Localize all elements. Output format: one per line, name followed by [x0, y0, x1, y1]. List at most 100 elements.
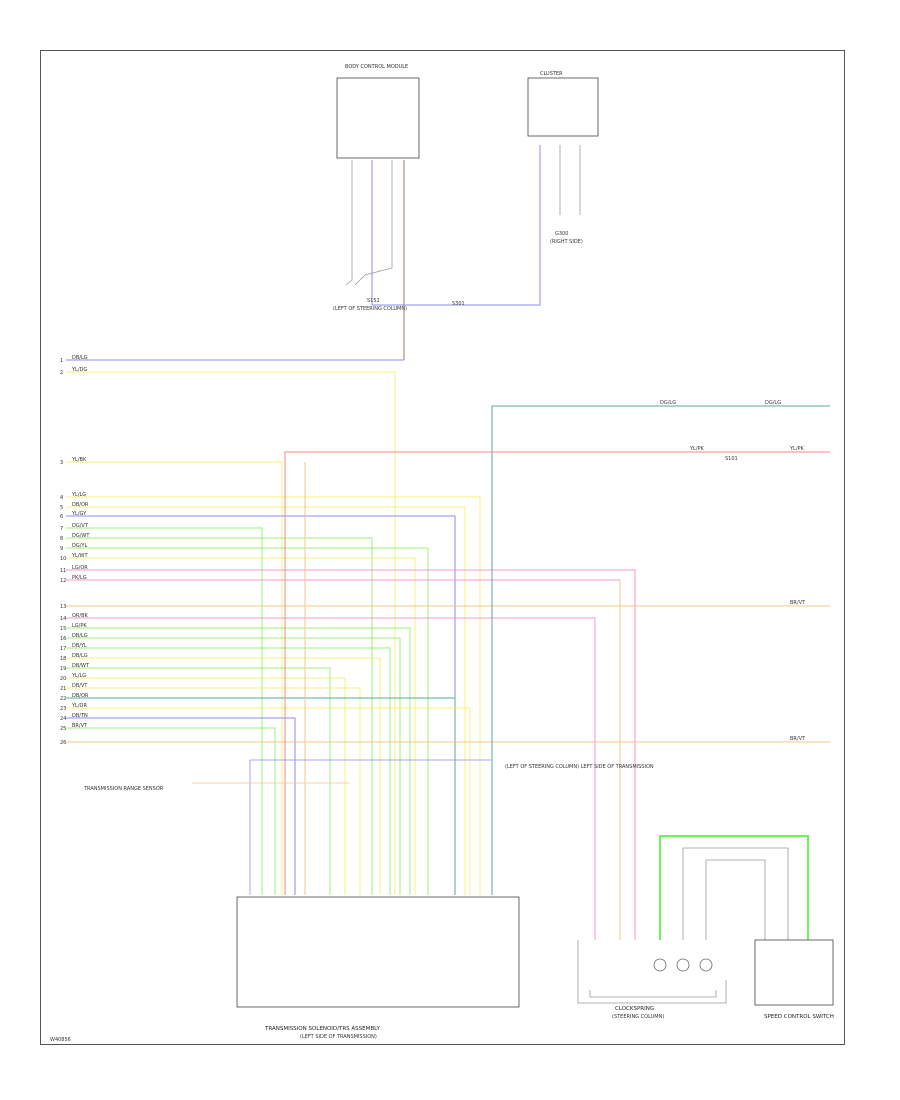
right-label-3: DG/LG [765, 400, 781, 406]
clockspring-subtitle: (STEERING COLUMN) [612, 1014, 664, 1020]
switch-contact-3 [699, 958, 713, 972]
wire-label-11: LG/OR [72, 565, 88, 571]
pin-number-17: 17 [60, 646, 66, 652]
wire-labels-group: DB/LG YL/DG YL/BK YL/LG DB/OR YL/GY DG/VT DG/WT… [71, 355, 90, 729]
sc-wire-3 [705, 859, 766, 940]
wire-label-5: DB/OR [72, 502, 89, 508]
right-wire-1 [491, 405, 830, 895]
wire-label-24: BR/VT [72, 723, 88, 729]
splice-s4-label: S101 [725, 456, 738, 462]
right-labels-group: DG/LG DG/LG YL/PK YL/PK BR/VT BR/VT [660, 400, 806, 742]
wire-label-2: YL/DG [71, 367, 87, 373]
bus-wire-7 [66, 527, 263, 895]
wire-top-3 [354, 160, 393, 286]
wire-label-12: PK/LG [72, 575, 87, 581]
bus-wire-15 [66, 627, 411, 895]
pin-number-6: 6 [60, 514, 63, 520]
right-label-6: BR/VT [790, 736, 806, 742]
pin-number-13: 13 [60, 604, 66, 610]
bus-wire-12 [66, 579, 621, 895]
pin-number-14: 14 [60, 616, 66, 622]
wire-label-7: DG/VT [72, 523, 89, 529]
pin-number-9: 9 [60, 546, 63, 552]
pin-number-8: 8 [60, 536, 63, 542]
top-connector-box [336, 77, 420, 159]
bus-wire-10 [66, 557, 416, 895]
bus-wire-23 [66, 707, 471, 895]
pin-number-1: 1 [60, 358, 63, 364]
cluster-title: CLUSTER [540, 71, 563, 77]
top-connector-title: BODY CONTROL MODULE [345, 64, 408, 70]
pin-number-3: 3 [60, 460, 63, 466]
wire-label-23: DB/TN [72, 713, 88, 719]
bus-wire-2 [66, 371, 396, 895]
pin-numbers-group: 1234567891011121314151617181920212223242… [60, 358, 66, 746]
wire-label-14: LG/PK [72, 623, 87, 629]
right-label-4: YL/PK [789, 446, 805, 452]
pin-number-26: 26 [60, 740, 66, 746]
speed-control-title: SPEED CONTROL SWITCH [764, 1014, 834, 1020]
wire-top-1 [345, 160, 353, 286]
speed-control-switch-box [754, 939, 834, 1006]
pin-number-20: 20 [60, 676, 66, 682]
wire-label-20: DB/VT [72, 683, 88, 689]
right-label-2: YL/PK [689, 446, 705, 452]
pin-number-16: 16 [60, 636, 66, 642]
right-wire-2 [284, 451, 830, 895]
right-label-5: BR/VT [790, 600, 806, 606]
pin-number-15: 15 [60, 626, 66, 632]
wire-label-17: DB/LG [72, 653, 88, 659]
tcm-connector-box [236, 896, 520, 1008]
pin-number-5: 5 [60, 505, 63, 511]
bus-wire-6 [66, 515, 456, 895]
clockspring-inner [589, 990, 717, 998]
wire-label-3: YL/BK [71, 457, 87, 463]
wire-label-9: DG/YL [72, 543, 87, 549]
switch-contact-1 [653, 958, 667, 972]
wire-label-4: YL/LG [71, 492, 86, 498]
wire-label-19: YL/LG [71, 673, 86, 679]
diagram-frame [40, 50, 845, 1045]
wire-label-8: DG/WT [72, 533, 90, 539]
wire-label-16: DB/YL [72, 643, 87, 649]
pin-number-21: 21 [60, 686, 66, 692]
sc-wire-2 [682, 847, 789, 940]
tcm-loop [249, 759, 492, 895]
wire-label-6: YL/GY [71, 511, 87, 517]
wire-label-21: DB/OR [72, 693, 89, 699]
tcm-note: (LEFT OF STEERING COLUMN) LEFT SIDE OF T… [505, 764, 654, 770]
bus-wire-25 [66, 727, 276, 895]
pin-number-12: 12 [60, 578, 66, 584]
splice-s1-desc: (LEFT OF STEERING COLUMN) [333, 306, 407, 312]
pin-number-2: 2 [60, 370, 63, 376]
bus-wire-4 [66, 496, 481, 895]
pin-number-7: 7 [60, 526, 63, 532]
clockspring-outline [577, 940, 727, 1004]
tcm-title: TRANSMISSION SOLENOID/TRS ASSEMBLY [264, 1026, 380, 1032]
wires-group [66, 145, 830, 972]
wire-label-10: YL/WT [71, 553, 88, 559]
pin-number-23: 23 [60, 706, 66, 712]
bus-wire-24 [66, 717, 296, 895]
wire-label-15: DB/LG [72, 633, 88, 639]
pin-number-4: 4 [60, 495, 63, 501]
bus-wire-3 [66, 461, 283, 895]
pin-number-18: 18 [60, 656, 66, 662]
wire-label-13: OR/BK [72, 613, 89, 619]
ground-label: G300 [555, 231, 568, 237]
bus-wire-20 [66, 677, 346, 895]
clockspring-title: CLOCKSPRING [615, 1006, 654, 1012]
diagram-id: W40856 [50, 1037, 71, 1043]
bus-wire-9 [66, 547, 429, 895]
sc-wire-1 [659, 835, 809, 940]
switch-contact-2 [676, 958, 690, 972]
bus-wire-16 [66, 637, 401, 895]
bus-wire-18 [66, 657, 381, 895]
pin-number-25: 25 [60, 726, 66, 732]
bus-wire-19 [66, 667, 331, 895]
pin-number-11: 11 [60, 568, 66, 574]
bus-wire-11 [66, 569, 636, 895]
pin-number-24: 24 [60, 716, 66, 722]
right-label-1: DG/LG [660, 400, 676, 406]
